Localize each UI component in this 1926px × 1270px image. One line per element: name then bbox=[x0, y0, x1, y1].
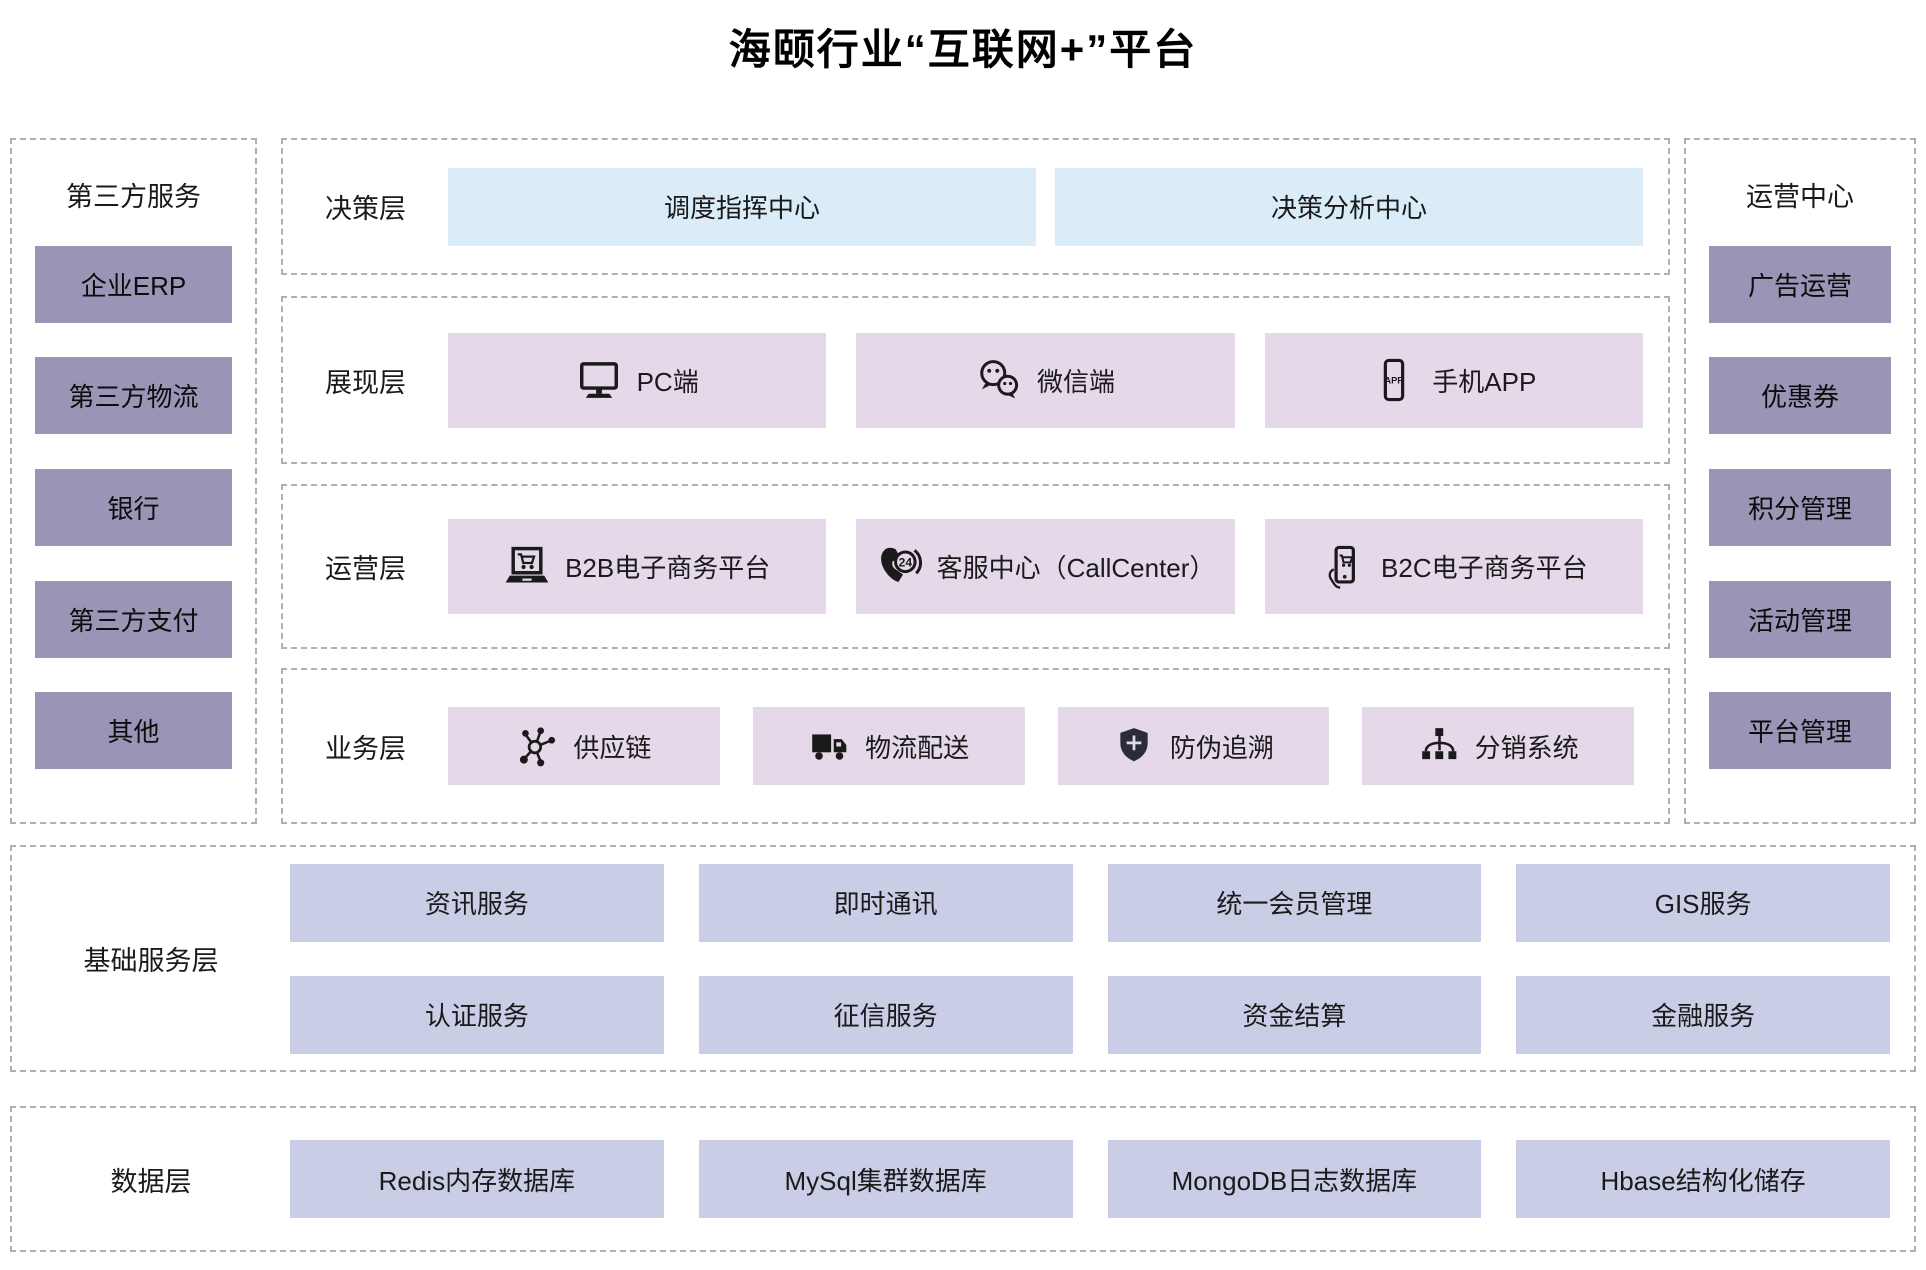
presentation-layer-row: 展现层 PC端 微信端 bbox=[281, 296, 1670, 464]
box-label: 调度指挥中心 bbox=[663, 193, 820, 223]
box-supply-chain: 供应链 bbox=[448, 707, 720, 785]
presentation-layer-boxes: PC端 微信端 APP 手机APP bbox=[448, 332, 1643, 428]
box-label: 供应链 bbox=[573, 732, 652, 763]
box-ad-operation: 广告运营 bbox=[1709, 245, 1891, 323]
box-call-center: 24 客服中心（CallCenter） bbox=[856, 519, 1235, 614]
box-label: 物流配送 bbox=[865, 732, 970, 763]
box-dispatch-command-center: 调度指挥中心 bbox=[448, 167, 1036, 246]
supply-network-icon bbox=[520, 727, 556, 767]
third-party-panel-title: 第三方服务 bbox=[66, 182, 201, 212]
box-bank: 银行 bbox=[35, 468, 232, 546]
box-label: 决策分析中心 bbox=[1270, 193, 1427, 223]
shield-plus-icon bbox=[1120, 728, 1148, 762]
box-mongodb: MongoDB日志数据库 bbox=[1107, 1140, 1482, 1218]
data-layer-grid: Redis内存数据库 MySql集群数据库 MongoDB日志数据库 Hbase… bbox=[290, 1140, 1890, 1218]
box-redis: Redis内存数据库 bbox=[290, 1140, 664, 1218]
box-label: 防伪追溯 bbox=[1169, 732, 1274, 763]
box-b2b-ecommerce: B2B电子商务平台 bbox=[448, 519, 827, 614]
operation-layer-boxes: B2B电子商务平台 24 客服中心（CallCenter） B2C电子商务平台 bbox=[448, 519, 1643, 614]
operation-center-title: 运营中心 bbox=[1746, 182, 1854, 212]
box-label: PC端 bbox=[636, 366, 699, 397]
truck-icon bbox=[812, 734, 847, 760]
box-wechat-client: 微信端 bbox=[856, 332, 1235, 428]
box-b2c-ecommerce: B2C电子商务平台 bbox=[1264, 519, 1643, 614]
monitor-icon bbox=[579, 362, 618, 398]
box-logistics-delivery: 物流配送 bbox=[752, 707, 1025, 785]
presentation-layer-label: 展现层 bbox=[325, 367, 406, 398]
phone-cart-icon bbox=[1328, 545, 1355, 589]
wechat-icon bbox=[980, 360, 1019, 399]
operation-layer-row: 运营层 B2B电子商务平台 24 客服中心（CallCenter） bbox=[281, 484, 1670, 649]
base-service-layer-panel: 基础服务层 资讯服务 即时通讯 统一会员管理 GIS服务 认证服务 征信服务 资… bbox=[10, 845, 1916, 1072]
base-service-layer-label: 基础服务层 bbox=[83, 946, 219, 976]
laptop-cart-icon bbox=[505, 546, 549, 583]
decision-layer-label: 决策层 bbox=[325, 194, 406, 224]
box-gis-service: GIS服务 bbox=[1516, 863, 1890, 942]
box-anti-counterfeit-trace: 防伪追溯 bbox=[1057, 707, 1330, 785]
box-platform-management: 平台管理 bbox=[1709, 692, 1891, 770]
base-service-grid: 资讯服务 即时通讯 统一会员管理 GIS服务 认证服务 征信服务 资金结算 金融… bbox=[290, 863, 1890, 1054]
box-label: 分销系统 bbox=[1474, 732, 1579, 763]
third-party-boxes: 企业ERP 第三方物流 银行 第三方支付 其他 bbox=[12, 211, 255, 808]
box-label: 手机APP bbox=[1432, 366, 1537, 397]
svg-text:APP: APP bbox=[1385, 375, 1404, 385]
third-party-panel: 第三方服务 企业ERP 第三方物流 银行 第三方支付 其他 bbox=[10, 138, 257, 824]
box-mysql: MySql集群数据库 bbox=[698, 1140, 1073, 1218]
box-credit-service: 征信服务 bbox=[698, 975, 1073, 1054]
box-decision-analysis-center: 决策分析中心 bbox=[1055, 167, 1643, 246]
box-hbase: Hbase结构化储存 bbox=[1516, 1140, 1890, 1218]
data-layer-panel: 数据层 Redis内存数据库 MySql集群数据库 MongoDB日志数据库 H… bbox=[10, 1106, 1916, 1252]
box-label: B2B电子商务平台 bbox=[565, 553, 771, 583]
box-pc-client: PC端 bbox=[448, 332, 827, 428]
operation-center-panel: 运营中心 广告运营 优惠券 积分管理 活动管理 平台管理 bbox=[1684, 138, 1916, 824]
phone-24-icon: 24 bbox=[880, 547, 922, 582]
box-coupon: 优惠券 bbox=[1709, 357, 1891, 435]
operation-layer-label: 运营层 bbox=[325, 554, 406, 584]
box-third-party-logistics: 第三方物流 bbox=[35, 357, 232, 435]
decision-layer-row: 决策层 调度指挥中心 决策分析中心 bbox=[281, 138, 1670, 275]
box-points-management: 积分管理 bbox=[1709, 468, 1891, 546]
box-label: 微信端 bbox=[1036, 366, 1115, 397]
box-label: 客服中心（CallCenter） bbox=[936, 553, 1216, 583]
box-enterprise-erp: 企业ERP bbox=[35, 245, 232, 323]
decision-layer-boxes: 调度指挥中心 决策分析中心 bbox=[448, 167, 1643, 246]
operation-center-boxes: 广告运营 优惠券 积分管理 活动管理 平台管理 bbox=[1686, 211, 1914, 808]
business-layer-row: 业务层 供应链 bbox=[281, 668, 1670, 824]
box-activity-management: 活动管理 bbox=[1709, 580, 1891, 658]
box-unified-member-management: 统一会员管理 bbox=[1107, 863, 1482, 942]
box-info-service: 资讯服务 bbox=[290, 863, 664, 942]
box-instant-messaging: 即时通讯 bbox=[698, 863, 1073, 942]
box-distribution-system: 分销系统 bbox=[1362, 707, 1634, 785]
svg-text:24: 24 bbox=[898, 555, 912, 569]
box-other: 其他 bbox=[35, 692, 232, 770]
box-third-party-payment: 第三方支付 bbox=[35, 580, 232, 658]
box-fund-settlement: 资金结算 bbox=[1107, 975, 1482, 1054]
business-layer-label: 业务层 bbox=[325, 733, 406, 764]
box-mobile-app: APP 手机APP bbox=[1264, 332, 1643, 428]
smartphone-app-icon: APP bbox=[1384, 358, 1405, 402]
hierarchy-icon bbox=[1421, 728, 1456, 760]
data-layer-label: 数据层 bbox=[110, 1166, 192, 1197]
page-title: 海颐行业“互联网+”平台 bbox=[728, 26, 1198, 73]
box-label: B2C电子商务平台 bbox=[1381, 553, 1588, 583]
business-layer-boxes: 供应链 物流配送 防伪追溯 bbox=[448, 707, 1634, 785]
box-auth-service: 认证服务 bbox=[290, 975, 664, 1054]
box-finance-service: 金融服务 bbox=[1516, 975, 1890, 1054]
